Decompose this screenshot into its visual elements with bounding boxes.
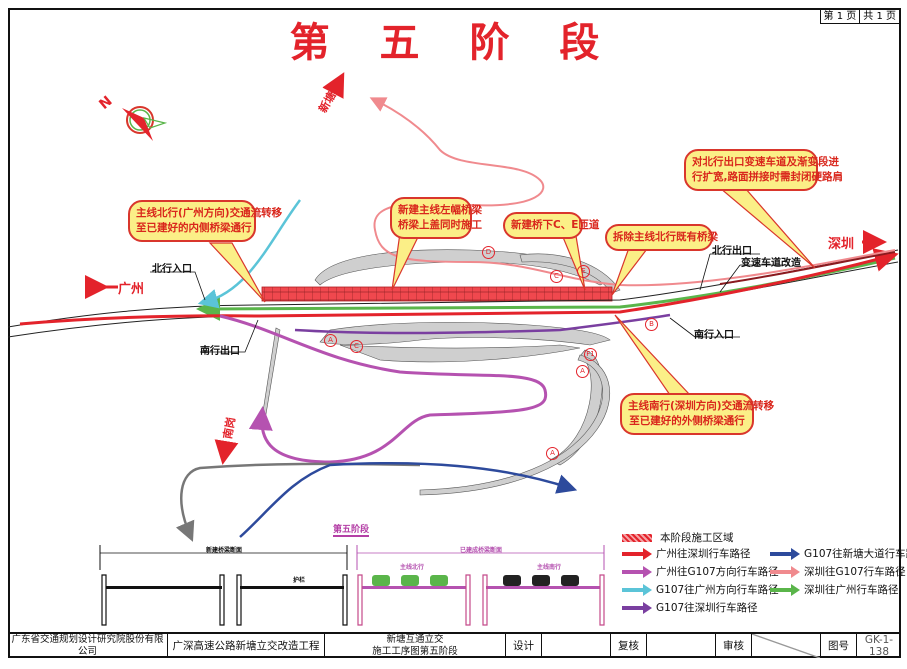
label-south-exit: 南行出口: [200, 346, 240, 357]
title-block-review-value: [752, 634, 821, 658]
legend-item: G107往深圳行车路径: [622, 600, 758, 615]
phase-tag: 第五阶段: [333, 522, 370, 537]
route-guangzhou-to-shenzhen: [19, 248, 899, 326]
page-total: 共 1 页: [859, 10, 899, 23]
callout-new-left-bridge: 新建主线左幅桥梁 桥梁上盖同时施工: [390, 197, 482, 239]
arrow-icon: [622, 601, 652, 614]
title-block-org: 广东省交通规划设计研究院股份有限公司: [8, 634, 168, 658]
legend-item: 广州往G107方向行车路径: [622, 564, 779, 579]
route-grey-to-south: [175, 462, 421, 542]
page-current: 第 1 页: [823, 11, 857, 22]
arrow-icon: [770, 583, 800, 596]
ramp-marker: C: [350, 340, 363, 353]
ramp-marker: E: [577, 265, 590, 278]
page-title: 第 五 阶 段: [289, 19, 618, 66]
callout-widen-speed-lane: 对北行出口变速车道及渐变段进 行扩宽,路面拼接时需封闭硬路肩: [684, 149, 843, 191]
title-block: 广东省交通规划设计研究院股份有限公司 广深高速公路新塘立交改造工程 新塘互通立交…: [8, 632, 901, 658]
leader-lines: [150, 253, 790, 353]
label-north-entry: 北行入口: [152, 264, 192, 275]
label-speed-lane: 变速车道改造: [741, 258, 801, 269]
page-info: 第 1 页 共 1 页: [819, 9, 900, 24]
label-south-entry: 南行入口: [694, 330, 734, 341]
direction-shenzhen: 深圳: [828, 237, 855, 252]
construction-area: [261, 286, 613, 302]
ramp-marker: A: [546, 447, 559, 460]
callout-demolish-north-bridge: 拆除主线北行既有桥梁: [605, 224, 718, 251]
ramp-marker: D: [482, 246, 495, 259]
cross-section-lane-north: 主线北行: [400, 564, 425, 571]
legend-item: G107往新塘大道行车路径: [770, 546, 907, 561]
title-block-check-value: [647, 634, 716, 658]
legend-construction-area: 本阶段施工区域: [622, 530, 734, 545]
title-block-design-label: 设计: [506, 634, 542, 658]
ramp-marker: C: [550, 270, 563, 283]
cross-section-right-header: 已建成桥梁断面: [460, 547, 503, 554]
title-block-drawing-no: GK-1-138: [864, 634, 894, 658]
arrow-icon: [622, 565, 652, 578]
ramp-marker: A: [576, 365, 589, 378]
arrow-icon: [622, 547, 652, 560]
cross-section-left-note: 护栏: [293, 577, 306, 584]
route-g107-to-shenzhen: [294, 313, 671, 335]
arrow-to-xintang-icon: [322, 72, 345, 99]
cross-section-left-header: 新建桥梁断面: [206, 547, 243, 554]
cross-section-lane-south: 主线南行: [537, 564, 562, 571]
callout-new-ramps-c-e: 新建桥下C、E匝道: [503, 212, 599, 239]
ramp-marker: B: [645, 318, 658, 331]
compass-icon: [122, 106, 168, 141]
ramp-structures: [261, 249, 621, 496]
route-g107-to-xintang: [239, 462, 578, 538]
title-block-design-value: [542, 634, 611, 658]
title-block-project: 广深高速公路新塘立交改造工程: [168, 634, 325, 658]
route-g107-to-guangzhou: [197, 199, 302, 309]
drawing-frame: [8, 8, 901, 658]
callout-north-traffic-shift: 主线北行(广州方向)交通流转移 至已建好的内侧桥梁通行: [128, 200, 282, 242]
legend-item: G107往广州方向行车路径: [622, 582, 779, 597]
arrow-icon: [622, 583, 652, 596]
callout-south-traffic-shift: 主线南行(深圳方向)交通流转移 至已建好的外侧桥梁通行: [620, 393, 774, 435]
direction-guangzhou: 广州: [118, 282, 145, 297]
arrow-icon: [770, 547, 800, 560]
north-exit-lane: [719, 251, 896, 285]
arrow-to-nangang-icon: [214, 439, 239, 465]
arrow-icon: [770, 565, 800, 578]
ramp-marker: F1: [584, 348, 597, 361]
legend-item: 深圳往G107行车路径: [770, 564, 906, 579]
title-block-check-label: 复核: [611, 634, 647, 658]
hatch-swatch-icon: [622, 533, 652, 542]
title-block-review-label: 审核: [716, 634, 752, 658]
legend-item: 深圳往广州行车路径: [770, 582, 899, 597]
title-block-drawing-name: 新塘互通立交 施工工序图第五阶段: [325, 634, 506, 658]
route-shenzhen-to-g107: [369, 97, 896, 287]
route-guangzhou-to-g107: [219, 314, 548, 464]
legend-item: 广州往深圳行车路径: [622, 546, 751, 561]
label-north-exit: 北行出口: [712, 246, 752, 257]
ramp-marker: A: [324, 334, 337, 347]
cross-section-drawing: [99, 545, 605, 626]
title-block-drawing-no-label: 图号: [821, 634, 857, 658]
